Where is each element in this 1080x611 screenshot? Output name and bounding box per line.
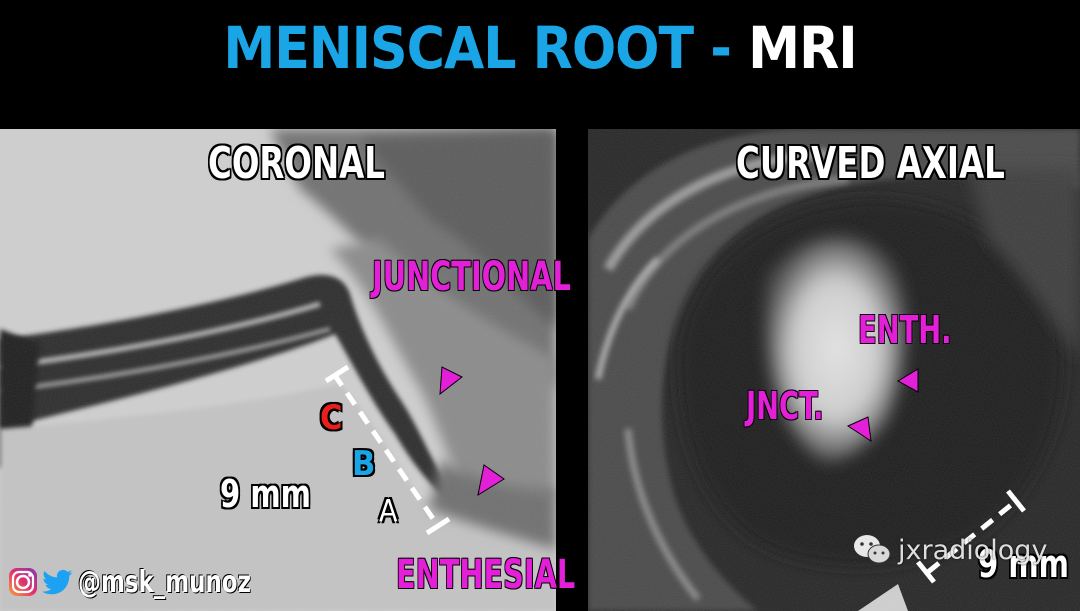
enthesial-label: ENTHESIAL xyxy=(396,552,576,598)
measurement-cap-top xyxy=(324,364,350,384)
twitter-icon[interactable] xyxy=(42,568,74,596)
watermark: jxradiology xyxy=(852,532,1047,568)
measurement-cap-bottom xyxy=(425,516,451,536)
curved-axial-mri-panel xyxy=(588,129,1080,611)
coronal-mri-image xyxy=(0,129,556,611)
social-handle: @msk_munoz xyxy=(8,564,281,600)
axial-measure-label: 9 mm xyxy=(978,542,1069,586)
measurement-line xyxy=(331,372,441,528)
axial-measurement-cap-bottom xyxy=(916,560,936,584)
instagram-icon[interactable] xyxy=(8,567,38,597)
zone-c-label: C xyxy=(320,398,343,438)
coronal-measure-label: 9 mm xyxy=(220,472,311,516)
junctional-label: JUNCTIONAL xyxy=(372,254,571,300)
title-separator: - xyxy=(693,14,749,82)
enth-label: ENTH. xyxy=(858,308,952,352)
zone-a-label: A xyxy=(379,494,398,529)
title-part2: MRI xyxy=(748,14,858,82)
arrowhead-icon xyxy=(846,416,872,443)
watermark-text: jxradiology xyxy=(898,534,1048,566)
coronal-mri-panel xyxy=(0,129,556,611)
arrowhead-icon xyxy=(439,366,463,396)
page-title: MENISCAL ROOT - MRI xyxy=(0,14,1080,82)
axial-measurement-cap-top xyxy=(1006,489,1026,513)
curved-axial-mri-image xyxy=(588,129,1080,611)
axial-measurement-line xyxy=(926,499,1018,574)
arrowhead-icon xyxy=(896,368,919,393)
coronal-heading: CORONAL xyxy=(208,138,385,189)
title-part1: MENISCAL ROOT xyxy=(223,14,694,82)
arrowhead-icon xyxy=(477,464,505,497)
wechat-icon xyxy=(854,535,891,564)
jnct-label: JNCT. xyxy=(746,384,824,428)
handle-text[interactable]: @msk_munoz xyxy=(78,564,251,600)
curved-axial-heading: CURVED AXIAL xyxy=(736,138,1005,189)
zone-b-label: B xyxy=(352,444,376,484)
